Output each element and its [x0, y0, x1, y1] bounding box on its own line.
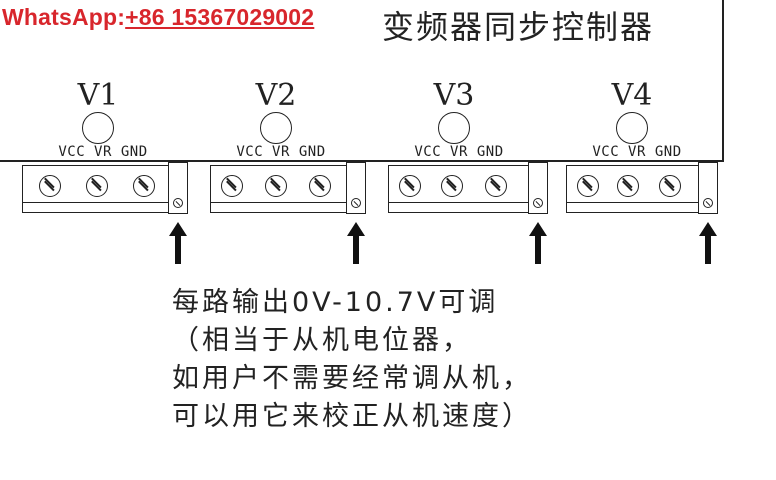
terminal-block [22, 165, 174, 213]
up-arrow-icon [347, 222, 365, 264]
terminal-screw-icon [133, 175, 155, 197]
device-title: 变频器同步控制器 [382, 8, 655, 46]
note-line-3: 如用户不需要经常调从机， [172, 363, 532, 394]
output-pin-connector [698, 162, 718, 214]
channel-label: V2 [255, 78, 297, 113]
up-arrow-icon [169, 222, 187, 264]
terminal-screw-icon [265, 175, 287, 197]
pin-screw-icon [351, 198, 361, 208]
terminal-screw-icon [485, 175, 507, 197]
whatsapp-watermark: WhatsApp:+86 15367029002 [2, 4, 317, 31]
terminal-screw-icon [399, 175, 421, 197]
pin-labels: VCC VR GND [414, 144, 504, 160]
channel-v2: V2 VCC VR GND [200, 78, 375, 218]
terminal-block [388, 165, 540, 213]
terminal-screw-icon [39, 175, 61, 197]
terminal-base [389, 202, 539, 212]
potentiometer-knob [438, 112, 470, 144]
terminal-screw-icon [441, 175, 463, 197]
terminal-screw-icon [309, 175, 331, 197]
pin-screw-icon [173, 198, 183, 208]
terminal-base [211, 202, 361, 212]
pin-screw-icon [533, 198, 543, 208]
output-description: 每路输出0V-10.7V可调 （相当于从机电位器， 如用户不需要经常调从机， 可… [172, 284, 532, 436]
terminal-block [566, 165, 718, 213]
channel-v4: V4 VCC VR GND [556, 78, 731, 218]
terminal-screw-icon [577, 175, 599, 197]
potentiometer-knob [616, 112, 648, 144]
terminal-block [210, 165, 362, 213]
pin-labels: VCC VR GND [592, 144, 682, 160]
whatsapp-label: WhatsApp: [2, 4, 126, 30]
terminal-screw-icon [86, 175, 108, 197]
channel-label: V4 [611, 78, 653, 113]
note-line-2: （相当于从机电位器， [172, 325, 472, 356]
terminal-base [23, 202, 173, 212]
up-arrow-icon [699, 222, 717, 264]
terminal-screw-icon [659, 175, 681, 197]
pin-screw-icon [703, 198, 713, 208]
terminal-screw-icon [221, 175, 243, 197]
channel-label: V3 [433, 78, 475, 113]
note-line-4: 可以用它来校正从机速度） [172, 401, 532, 432]
controller-board-outline [0, 0, 724, 162]
output-pin-connector [168, 162, 188, 214]
pin-labels: VCC VR GND [236, 144, 326, 160]
up-arrow-icon [529, 222, 547, 264]
channel-v3: V3 VCC VR GND [378, 78, 553, 218]
terminal-base [567, 202, 717, 212]
whatsapp-number: +86 15367029002 [125, 4, 315, 30]
potentiometer-knob [260, 112, 292, 144]
output-pin-connector [528, 162, 548, 214]
note-line-1: 每路输出0V-10.7V可调 [172, 287, 499, 318]
output-pin-connector [346, 162, 366, 214]
potentiometer-knob [82, 112, 114, 144]
terminal-screw-icon [617, 175, 639, 197]
channel-label: V1 [77, 78, 119, 113]
pin-labels: VCC VR GND [58, 144, 148, 160]
channel-v1: V1 VCC VR GND [22, 78, 197, 218]
